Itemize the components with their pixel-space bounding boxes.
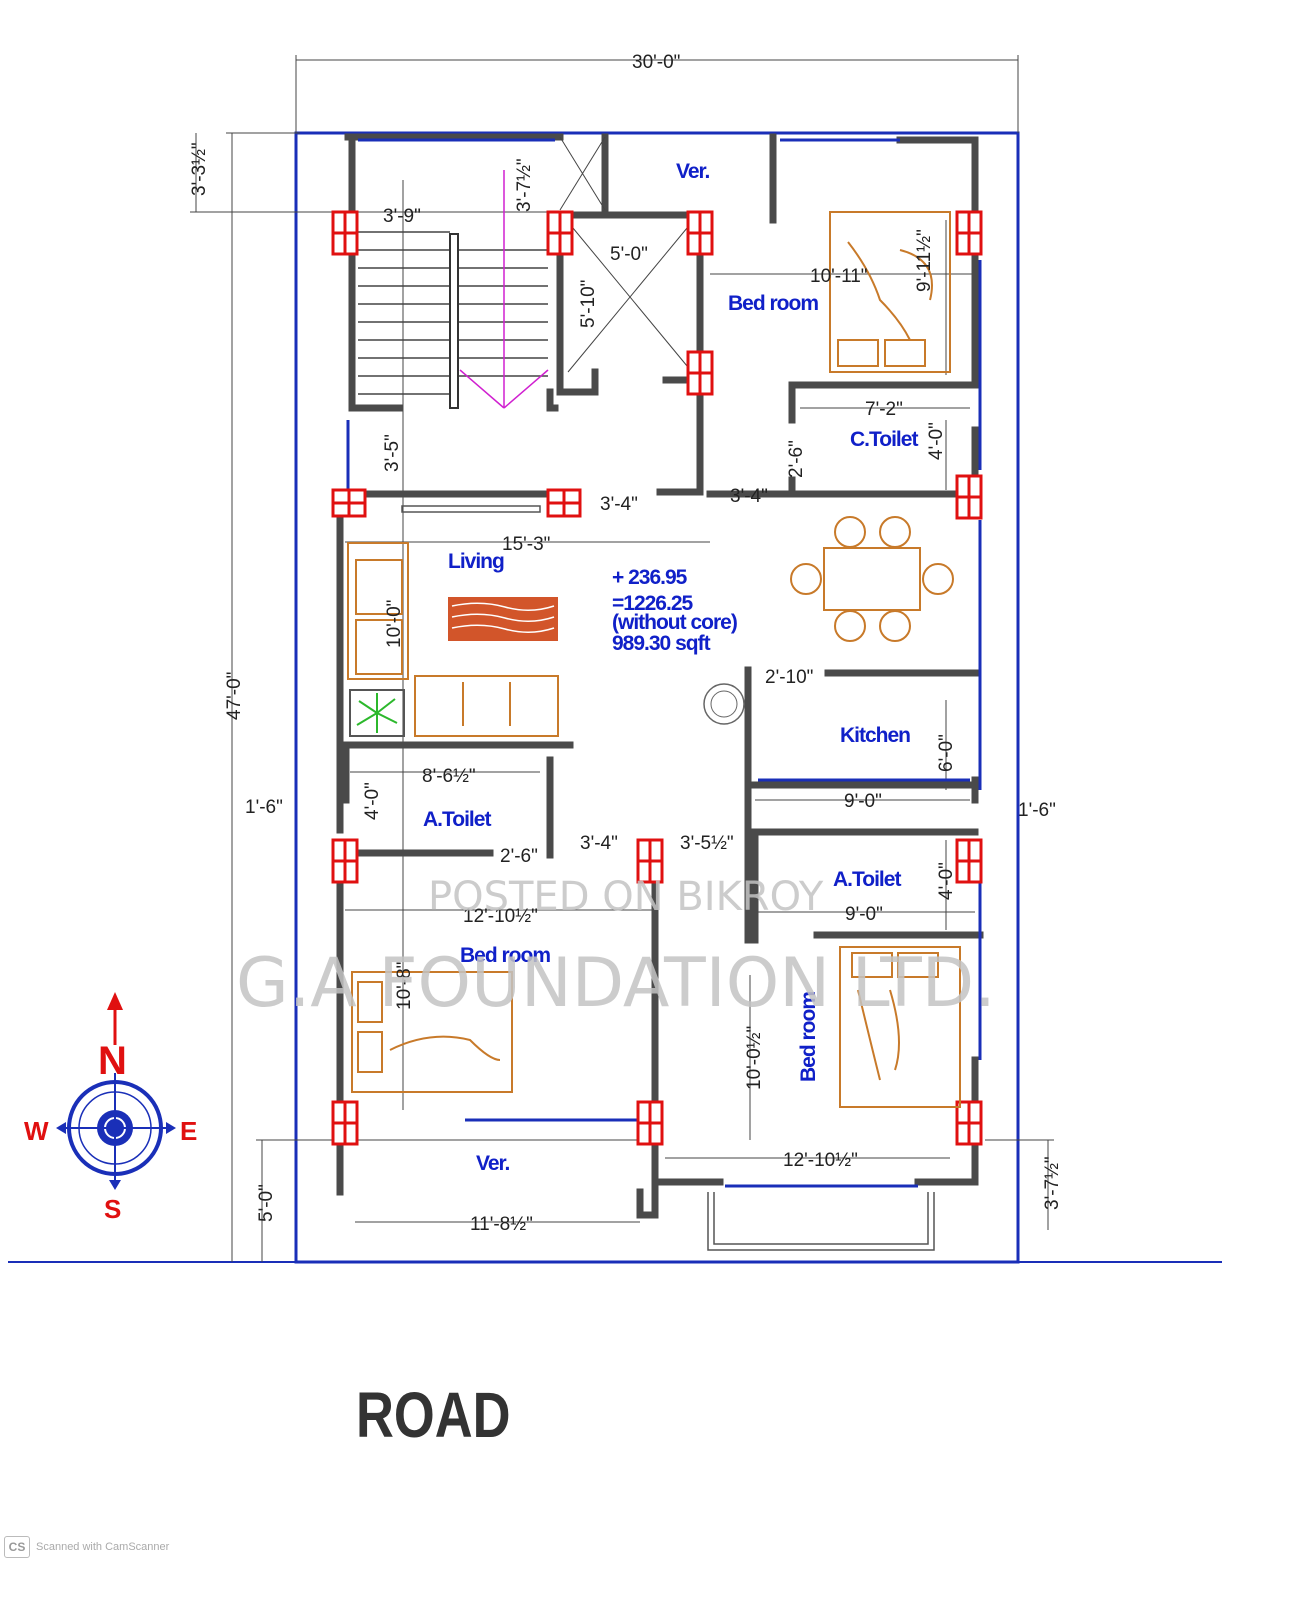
area-line-3: (without core) — [612, 611, 737, 634]
dim-lift-depth: 5'-10" — [578, 280, 599, 328]
bed-icon — [351, 971, 513, 1093]
room-label-attached-toilet-2: A.Toilet — [833, 868, 901, 891]
dim-bed1-width: 10'-11" — [810, 266, 868, 287]
dim-stair-top: 3'-7½" — [514, 158, 535, 212]
compass-icon — [56, 992, 176, 1190]
dim-passage-right: 3'-5½" — [680, 833, 734, 854]
plant-icon — [349, 689, 405, 737]
road-label: ROAD — [356, 1379, 511, 1451]
room-label-bedroom-1: Bed room — [728, 292, 818, 315]
dim-atoilet1-width: 8'-6½" — [422, 766, 476, 787]
dim-ctoilet-width: 7'-2" — [865, 399, 903, 420]
scanner-text: Scanned with CamScanner — [36, 1541, 170, 1553]
room-label-bedroom-3: Bed room — [797, 992, 820, 1082]
dim-ctoilet-door: 2'-6" — [786, 440, 807, 478]
coffee-table-pattern — [451, 602, 555, 633]
dim-lift-width: 5'-0" — [610, 244, 648, 265]
sink-icon — [703, 683, 745, 725]
column-icon — [546, 488, 582, 518]
dim-balcony-depth: 3'-7½" — [1042, 1156, 1063, 1210]
area-line-4: 989.30 sqft — [612, 632, 711, 655]
door-sill — [401, 505, 541, 513]
room-label-verandah-bottom: Ver. — [476, 1152, 510, 1175]
dim-verandah-width: 11'-8½" — [470, 1214, 533, 1235]
room-label-attached-toilet-1: A.Toilet — [423, 808, 491, 831]
dim-top-setback: 3'-3½" — [189, 142, 210, 196]
windows — [346, 138, 982, 1188]
area-summary: + 236.95 =1226.25 (without core) 989.30 … — [612, 566, 738, 655]
column-icon — [955, 210, 983, 256]
dim-lobby-depth: 3'-5" — [382, 434, 403, 472]
compass-north-label: N — [98, 1039, 127, 1083]
walls — [336, 133, 984, 1219]
compass-south-label: S — [104, 1194, 121, 1224]
column-icon — [955, 474, 983, 520]
columns — [331, 210, 983, 1146]
dim-overall-depth: 47'-0" — [224, 672, 245, 720]
column-icon — [636, 838, 664, 884]
room-label-kitchen: Kitchen — [840, 724, 910, 747]
column-icon — [331, 210, 359, 256]
dim-overall-width: 30'-0" — [632, 52, 680, 73]
lift-shaft — [559, 136, 693, 373]
dim-atoilet1-depth: 4'-0" — [362, 782, 383, 820]
dining-table-icon — [790, 516, 954, 642]
dim-bed2-width: 12'-10½" — [463, 906, 538, 927]
compass-east-label: E — [180, 1116, 197, 1146]
column-icon — [331, 838, 359, 884]
scanner-stamp: CS Scanned with CamScanner — [4, 1536, 169, 1558]
dim-kitchen-depth: 6'-0" — [936, 734, 957, 772]
dim-kitchen-door: 2'-10" — [765, 667, 813, 688]
column-icon — [955, 838, 983, 884]
dim-bed3-width: 12'-10½" — [783, 1150, 858, 1171]
dim-side-setback-left: 1'-6" — [245, 797, 283, 818]
dim-lobby-gap: 3'-4" — [600, 494, 638, 515]
dim-corridor-gap: 3'-4" — [730, 486, 768, 507]
column-icon — [686, 350, 714, 396]
dim-side-setback-right: 1'-6" — [1018, 800, 1056, 821]
dim-front-setback: 5'-0" — [256, 1184, 277, 1222]
dim-stair-width: 3'-9" — [383, 206, 421, 227]
room-label-common-toilet: C.Toilet — [850, 428, 918, 451]
column-icon — [331, 1100, 359, 1146]
watermark-company: G.A FOUNDATION LTD. — [236, 944, 996, 1023]
room-label-bedroom-2: Bed room — [460, 944, 550, 967]
bed-icon — [829, 211, 951, 373]
dim-living-depth: 10'-0" — [384, 600, 405, 648]
dim-ctoilet-depth: 4'-0" — [926, 422, 947, 460]
dim-atoilet1-door: 2'-6" — [500, 846, 538, 867]
column-icon — [331, 488, 367, 518]
area-line-2: =1226.25 — [612, 592, 693, 615]
dim-bed2-depth: 10'-8" — [394, 962, 415, 1010]
column-icon — [686, 210, 714, 256]
dim-atoilet2-width: 9'-0" — [845, 904, 883, 925]
furniture — [347, 211, 961, 1108]
dim-kitchen-width: 9'-0" — [844, 791, 882, 812]
camscanner-icon: CS — [4, 1536, 30, 1558]
column-icon — [636, 1100, 664, 1146]
balcony-rail — [707, 1192, 935, 1251]
dim-bed1-depth: 9'-11½" — [914, 229, 935, 292]
dim-passage-width: 3'-4" — [580, 833, 618, 854]
column-icon — [955, 1100, 983, 1146]
staircase — [358, 231, 548, 409]
stair-direction-icon — [459, 170, 549, 409]
room-label-verandah-top: Ver. — [676, 160, 710, 183]
area-line-1: + 236.95 — [612, 566, 688, 589]
watermark-posted: POSTED ON BIKROY — [428, 874, 824, 920]
dim-living-width: 15'-3" — [502, 534, 550, 555]
dimension-lines — [190, 55, 1054, 1262]
room-label-living: Living — [448, 550, 504, 573]
dim-bed3-depth: 10'-0½" — [744, 1026, 765, 1090]
compass-west-label: W — [24, 1116, 49, 1146]
bed-icon — [839, 946, 961, 1108]
plot-boundary — [294, 131, 1020, 1264]
dim-atoilet2-depth: 4'-0" — [936, 862, 957, 900]
column-icon — [546, 210, 574, 256]
sofa-icon — [347, 542, 559, 737]
